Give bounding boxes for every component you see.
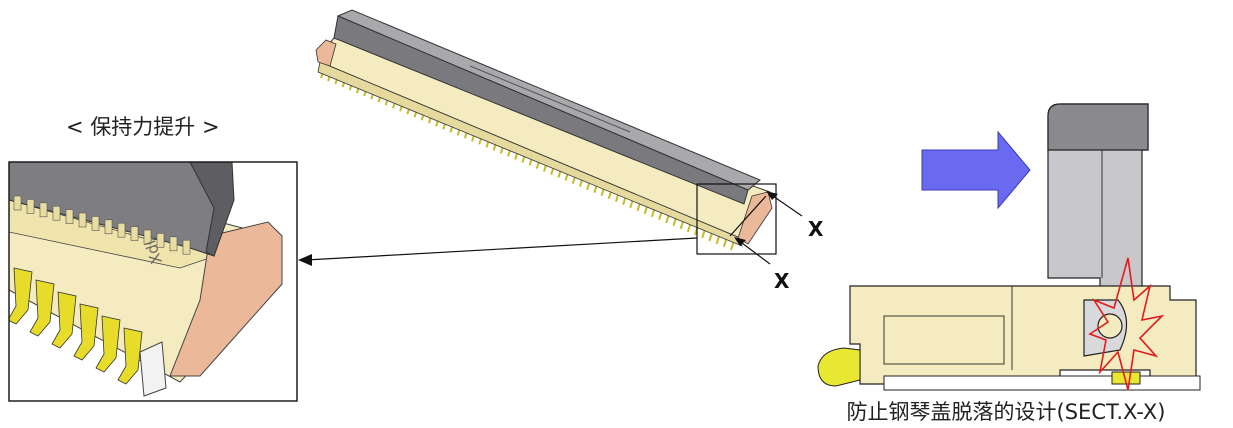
- leader-upper-arrowhead: [766, 191, 778, 200]
- connector-overview: [315, 9, 777, 255]
- enlarge-leader-arrowhead: [298, 254, 312, 266]
- detail-end-fitting: [169, 221, 283, 377]
- detail-contact-legs: [9, 267, 143, 385]
- enlarge-leader: [298, 237, 698, 266]
- section-markers: X X: [729, 191, 824, 293]
- leader-upper: [769, 193, 803, 217]
- detail-fitting-tab: [139, 341, 167, 397]
- section-mark-upper: X: [808, 217, 824, 241]
- detail-title: < 保持力提升 >: [66, 115, 220, 139]
- detail-callout-box: [696, 183, 777, 255]
- housing-body: [319, 37, 771, 239]
- detail-view: Xdl: [8, 161, 298, 402]
- detail-tooth: [130, 226, 139, 241]
- detail-tooth: [65, 209, 74, 224]
- section-metal-fitting: [883, 375, 1201, 391]
- end-fitting-right: [737, 191, 773, 245]
- push-arrow-icon: [921, 130, 1031, 210]
- detail-tooth: [52, 205, 61, 221]
- detail-actuator-edge: [189, 162, 235, 257]
- detail-contact-leg: [117, 327, 143, 385]
- detail-tooth: [104, 219, 113, 235]
- cross-section: [817, 103, 1201, 391]
- detail-tooth: [156, 233, 165, 248]
- interference-starburst-icon: [1088, 257, 1165, 391]
- detail-teeth-row: [13, 195, 191, 255]
- end-fitting-left: [315, 39, 337, 67]
- detail-tooth: [117, 222, 126, 238]
- detail-tooth: [169, 236, 178, 252]
- detail-contact-leg: [73, 303, 99, 361]
- section-actuator-cap: [1047, 103, 1149, 151]
- detail-tooth: [39, 202, 48, 218]
- section-cam-pivot: [1097, 313, 1123, 339]
- actuator-ridge: [469, 65, 631, 133]
- detail-contact-leg: [9, 267, 33, 325]
- housing-front-face: [317, 61, 743, 247]
- leader-lower: [737, 239, 771, 265]
- detail-tooth: [182, 239, 191, 255]
- detail-tooth: [13, 195, 22, 211]
- detail-frame: [8, 161, 298, 402]
- detail-tooth: [91, 216, 100, 231]
- detail-contact-leg: [51, 291, 77, 349]
- section-housing-slot: [883, 315, 1005, 365]
- detail-contact-leg: [95, 315, 121, 373]
- detail-tooth: [143, 229, 152, 245]
- actuator-front: [333, 15, 749, 205]
- leader-lower-arrowhead: [734, 237, 746, 246]
- section-cut-line: [729, 195, 767, 237]
- section-mark-lower: X: [774, 269, 790, 293]
- detail-contact-leg: [29, 279, 55, 337]
- enlarge-leader-line: [305, 237, 698, 261]
- section-caption: 防止钢琴盖脱落的设计(SECT.X-X): [847, 400, 1166, 424]
- section-solder-left: [817, 347, 861, 387]
- detail-tooth: [26, 199, 35, 214]
- detail-tooth: [78, 212, 87, 228]
